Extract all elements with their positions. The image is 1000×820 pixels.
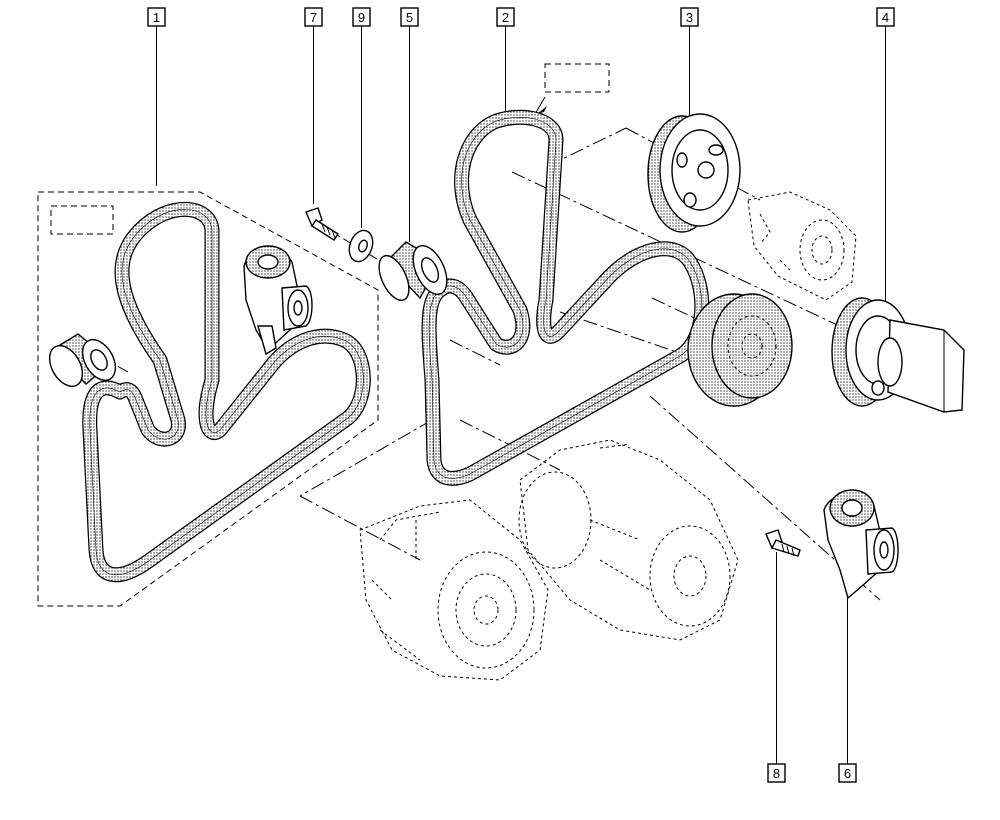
kit-outline-dashed [37, 63, 610, 607]
callout-9-label: 9 [358, 10, 365, 25]
callout-7-label: 7 [310, 10, 317, 25]
crank-pulley[interactable] [687, 293, 793, 407]
tensioner-kit[interactable] [243, 245, 313, 356]
reference-box-kit [50, 205, 114, 235]
callout-8-label: 8 [773, 766, 780, 781]
callout-2[interactable]: 2 [496, 7, 515, 112]
callout-4[interactable]: 4 [876, 7, 895, 304]
callout-7[interactable]: 7 [304, 7, 323, 204]
callout-3-label: 3 [686, 10, 693, 25]
callout-2-label: 2 [502, 10, 509, 25]
belt-1-kit[interactable] [82, 201, 371, 583]
callout-1[interactable]: 1 [147, 7, 166, 186]
arrow-marker [537, 106, 547, 114]
callout-4-label: 4 [882, 10, 889, 25]
ac-compressor-right-ghost [518, 439, 739, 641]
reference-box-belt [544, 63, 610, 93]
callout-9[interactable]: 9 [352, 7, 371, 228]
idler-roller-kit[interactable] [43, 333, 122, 392]
callout-5[interactable]: 5 [400, 7, 419, 242]
pulley-4[interactable] [831, 297, 965, 413]
idler-roller-5[interactable] [373, 241, 454, 305]
callout-3[interactable]: 3 [680, 7, 699, 116]
callout-1-label: 1 [153, 10, 160, 25]
callout-6[interactable]: 6 [838, 598, 857, 783]
callout-6-label: 6 [844, 766, 851, 781]
pulley-3[interactable] [647, 113, 741, 233]
ac-compressor-left-ghost [359, 499, 549, 681]
power-steering-pump-ghost [747, 191, 857, 301]
bolt-7[interactable] [305, 207, 339, 241]
tensioner-6[interactable] [823, 489, 899, 600]
callout-8[interactable]: 8 [767, 552, 786, 783]
washer-9[interactable] [345, 227, 377, 265]
callout-5-label: 5 [406, 10, 413, 25]
bolt-8[interactable] [765, 529, 801, 557]
belt-2[interactable] [421, 109, 710, 486]
